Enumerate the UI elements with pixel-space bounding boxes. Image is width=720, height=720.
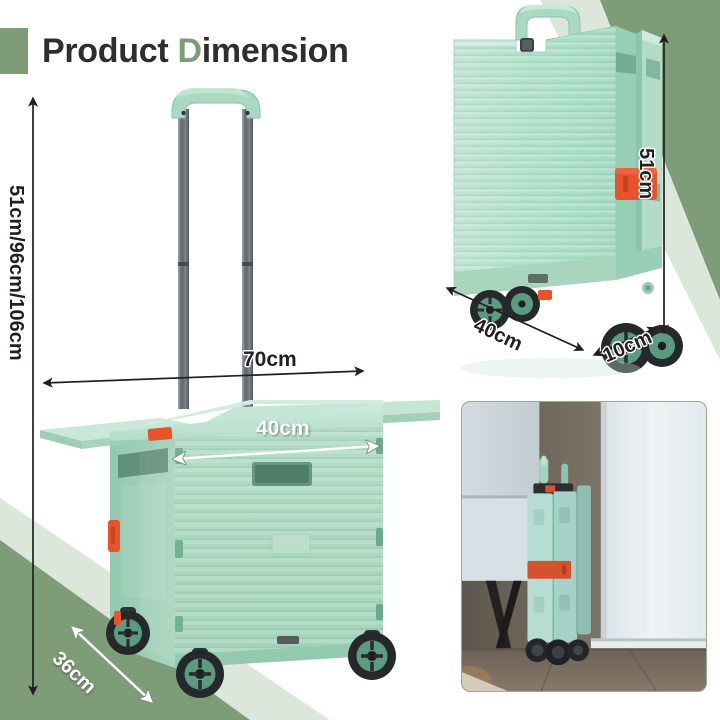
folded-main-panel <box>453 25 617 291</box>
cart-front-panel <box>175 424 383 668</box>
title-part-2: imension <box>201 31 349 70</box>
orange-strap-latch <box>615 168 657 200</box>
dimension-label-length-70: 70cm <box>243 348 297 371</box>
folded-base-frame <box>454 246 662 296</box>
arrow-folded-width-40 <box>445 286 585 352</box>
title-accent-letter: D <box>177 31 203 70</box>
storage-lifestyle-photo <box>461 401 707 692</box>
cart-left-panel <box>108 438 175 668</box>
arrow-width-40 <box>174 446 378 459</box>
arrow-folded-depth-10 <box>592 326 658 357</box>
photo-content <box>462 402 706 691</box>
arrow-depth-36 <box>72 627 152 702</box>
stored-folded-cart <box>525 455 591 666</box>
dimension-label-width-40: 40cm <box>256 417 310 440</box>
title-part-1: Product <box>42 31 178 70</box>
title-accent-swatch <box>0 28 28 74</box>
page-title: Product Dimension <box>0 28 349 74</box>
arrow-length-70 <box>42 366 365 388</box>
dimension-label-total-height: 51cm/96cm/106cm <box>5 185 27 361</box>
title-text: Product Dimension <box>42 32 349 71</box>
telescoping-handle <box>171 88 261 409</box>
dimension-label-folded-height-51: 51cm <box>635 148 657 200</box>
folded-handle <box>515 5 581 52</box>
top-orange-clip <box>147 427 173 441</box>
